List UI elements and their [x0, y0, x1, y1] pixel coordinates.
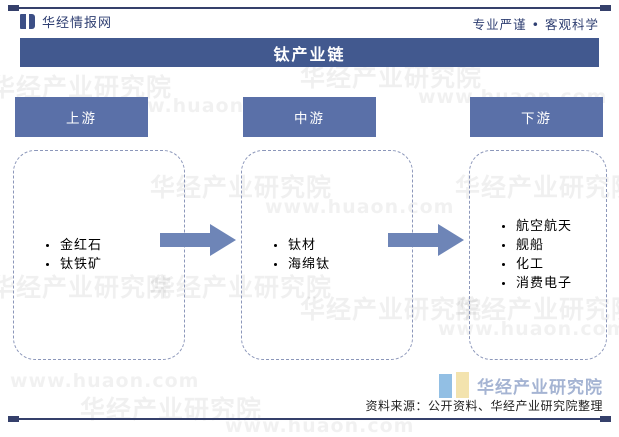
brand-logo: 华经情报网 [20, 12, 112, 31]
arrow-upstream-to-midstream-icon [160, 224, 236, 256]
stage-label-text: 上游 [66, 111, 97, 127]
footer-watermark-logo: 华经产业研究院 [439, 372, 603, 398]
list-item: 钛铁矿 [46, 255, 184, 274]
list-item: 化工 [502, 255, 606, 274]
list-item: 金红石 [46, 236, 184, 255]
list-item: 舰船 [502, 236, 606, 255]
arrow-midstream-to-downstream-icon [388, 224, 464, 256]
stage-box-midstream: 钛材 海绵钛 [241, 150, 413, 360]
watermark-brand: 华经产业研究院 [80, 395, 263, 424]
brand-name: 华经情报网 [42, 16, 113, 31]
stage-label-midstream: 中游 [243, 97, 376, 137]
stage-item-list: 钛材 海绵钛 [242, 236, 412, 274]
list-item: 消费电子 [502, 274, 606, 293]
stage-item-list: 金红石 钛铁矿 [14, 236, 184, 274]
stage-label-downstream: 下游 [470, 97, 603, 137]
footer-divider-rule [8, 416, 611, 422]
stage-label-text: 中游 [294, 111, 325, 127]
list-item: 航空航天 [502, 217, 606, 236]
page-title: 钛产业链 [273, 44, 346, 64]
stage-label-upstream: 上游 [15, 97, 148, 137]
list-item: 钛材 [274, 236, 412, 255]
watermark-url: www.huaon.com [10, 370, 200, 392]
open-book-icon [439, 372, 469, 398]
stage-label-text: 下游 [521, 111, 552, 127]
header-tagline: 专业严谨 • 客观科学 [472, 17, 599, 32]
chart-title-bar: 钛产业链 [20, 38, 599, 67]
stage-box-upstream: 金红石 钛铁矿 [13, 150, 185, 360]
page-header: 华经情报网 专业严谨 • 客观科学 [0, 9, 619, 37]
stage-box-downstream: 航空航天 舰船 化工 消费电子 [469, 150, 607, 360]
header-divider-rule [8, 5, 611, 11]
book-mark-icon [20, 14, 35, 29]
footer-watermark-brand: 华经产业研究院 [477, 377, 603, 398]
source-note: 资料来源：公开资料、华经产业研究院整理 [365, 399, 603, 413]
stage-item-list: 航空航天 舰船 化工 消费电子 [470, 217, 606, 293]
list-item: 海绵钛 [274, 255, 412, 274]
